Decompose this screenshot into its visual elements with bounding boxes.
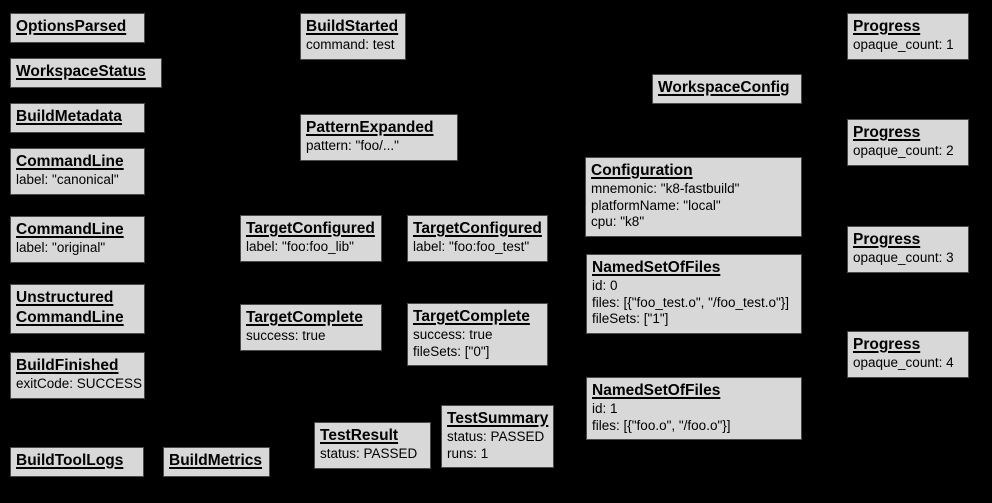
event-box-unstructured-command-line: Unstructured CommandLine <box>10 284 145 334</box>
event-field: opaque_count: 4 <box>853 355 954 370</box>
event-field: mnemonic: "k8-fastbuild" <box>591 181 740 196</box>
event-field: pattern: "foo/..." <box>306 138 399 153</box>
event-field: status: PASSED <box>320 446 418 461</box>
event-field: files: [{"foo_test.o", "/foo_test.o"}] <box>592 294 790 310</box>
event-field: opaque_count: 3 <box>853 250 954 265</box>
event-title: Progress <box>853 231 921 248</box>
event-box-workspace-config: WorkspaceConfig <box>652 74 802 104</box>
event-box-options-parsed: OptionsParsed <box>10 13 145 43</box>
event-title: TargetComplete <box>413 308 530 325</box>
event-box-build-finished: BuildFinished exitCode: SUCCESS <box>10 352 145 399</box>
event-field: runs: 1 <box>447 445 489 461</box>
event-title: OptionsParsed <box>16 18 127 35</box>
event-field: label: "canonical" <box>16 172 119 187</box>
event-title: WorkspaceConfig <box>658 79 790 96</box>
event-box-named-set-of-files-1: NamedSetOfFiles id: 1 files: [{"foo.o", … <box>586 377 802 440</box>
event-box-command-line-canonical: CommandLine label: "canonical" <box>10 148 145 195</box>
event-title: WorkspaceStatus <box>16 63 146 80</box>
event-title: CommandLine <box>16 153 124 170</box>
event-title: CommandLine <box>16 221 124 238</box>
event-field: id: 0 <box>592 278 618 293</box>
event-box-progress-1: Progress opaque_count: 1 <box>847 13 969 60</box>
event-box-target-configured-lib: TargetConfigured label: "foo:foo_lib" <box>240 215 382 262</box>
event-field: opaque_count: 1 <box>853 37 954 52</box>
event-box-progress-3: Progress opaque_count: 3 <box>847 226 969 273</box>
event-title: TargetComplete <box>246 309 363 326</box>
event-field: fileSets: ["0"] <box>413 343 490 359</box>
event-field: id: 1 <box>592 401 618 416</box>
event-field: label: "original" <box>16 240 106 255</box>
event-field: status: PASSED <box>447 429 545 444</box>
event-box-command-line-original: CommandLine label: "original" <box>10 216 145 263</box>
event-field: success: true <box>246 328 326 343</box>
event-field: opaque_count: 2 <box>853 143 954 158</box>
event-title: NamedSetOfFiles <box>592 259 721 276</box>
event-box-target-complete-lib: TargetComplete success: true <box>240 304 382 351</box>
event-box-build-metrics: BuildMetrics <box>163 447 270 477</box>
event-box-progress-2: Progress opaque_count: 2 <box>847 119 969 166</box>
event-title: Progress <box>853 18 921 35</box>
event-box-configuration: Configuration mnemonic: "k8-fastbuild" p… <box>585 157 802 237</box>
event-box-named-set-of-files-0: NamedSetOfFiles id: 0 files: [{"foo_test… <box>586 254 802 334</box>
event-field: label: "foo:foo_lib" <box>246 239 354 254</box>
event-title: PatternExpanded <box>306 119 434 136</box>
event-title: TargetConfigured <box>246 220 375 237</box>
event-field: platformName: "local" <box>591 197 721 213</box>
event-box-target-complete-test: TargetComplete success: true fileSets: [… <box>407 303 548 366</box>
event-box-build-started: BuildStarted command: test <box>300 13 406 60</box>
event-field: success: true <box>413 327 493 342</box>
event-field: files: [{"foo.o", "/foo.o"}] <box>592 417 731 433</box>
event-box-test-result: TestResult status: PASSED <box>314 422 431 469</box>
event-title: BuildMetadata <box>16 108 122 125</box>
event-field: label: "foo:foo_test" <box>413 239 530 254</box>
event-field: fileSets: ["1"] <box>592 311 669 326</box>
event-title: Progress <box>853 124 921 141</box>
event-box-target-configured-test: TargetConfigured label: "foo:foo_test" <box>407 215 548 262</box>
event-title: NamedSetOfFiles <box>592 382 721 399</box>
event-field: cpu: "k8" <box>591 214 645 229</box>
event-title: BuildToolLogs <box>16 452 124 469</box>
event-title: BuildMetrics <box>169 452 263 469</box>
event-title: BuildStarted <box>306 18 399 35</box>
event-box-build-metadata: BuildMetadata <box>10 103 145 133</box>
event-title: BuildFinished <box>16 357 119 374</box>
event-box-workspace-status: WorkspaceStatus <box>10 58 162 88</box>
event-field: command: test <box>306 37 395 52</box>
event-title: Unstructured CommandLine <box>16 289 124 326</box>
event-title: TestResult <box>320 427 399 444</box>
event-field: exitCode: SUCCESS <box>16 376 143 391</box>
event-box-build-tool-logs: BuildToolLogs <box>10 447 144 477</box>
event-box-pattern-expanded: PatternExpanded pattern: "foo/..." <box>300 114 458 161</box>
event-title: TestSummary <box>447 410 549 427</box>
event-box-test-summary: TestSummary status: PASSED runs: 1 <box>441 405 554 468</box>
event-box-progress-4: Progress opaque_count: 4 <box>847 331 969 378</box>
event-title: Progress <box>853 336 921 353</box>
event-title: Configuration <box>591 162 693 179</box>
event-title: TargetConfigured <box>413 220 542 237</box>
